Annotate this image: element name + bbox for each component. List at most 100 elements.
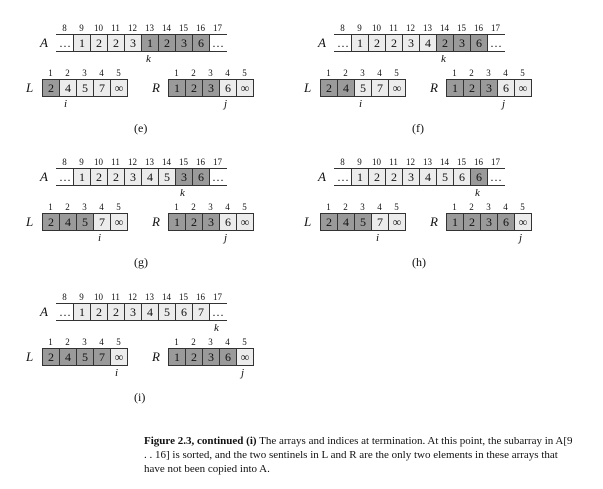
- index-label: 3: [82, 337, 87, 347]
- index-label: 9: [79, 23, 84, 33]
- subfigure-label: (e): [134, 121, 148, 135]
- index-label: 15: [179, 157, 188, 167]
- subfigure-label: (f): [412, 121, 424, 135]
- array-cell: ∞: [514, 79, 532, 97]
- array-cell: 1: [73, 168, 91, 186]
- index-label: 11: [389, 157, 398, 167]
- array-cell: 2: [42, 348, 60, 366]
- index-label: 16: [474, 157, 483, 167]
- index-label: 14: [162, 292, 171, 302]
- array-cell: 2: [107, 168, 125, 186]
- array-cell: 6: [470, 34, 488, 52]
- array-cell: 2: [90, 303, 108, 321]
- index-label: 17: [491, 157, 500, 167]
- array-cell: ∞: [236, 348, 254, 366]
- array-cell: 2: [185, 79, 203, 97]
- array-cell: 1: [168, 79, 186, 97]
- index-label: 17: [491, 23, 500, 33]
- ellipsis-cell: …: [334, 168, 352, 186]
- array-cell: 5: [76, 348, 94, 366]
- array-cell: 6: [497, 213, 515, 231]
- array-cell: 3: [124, 34, 142, 52]
- index-label: 2: [65, 337, 70, 347]
- index-label: 8: [340, 23, 345, 33]
- array-cell: 4: [419, 34, 437, 52]
- index-label: 2: [343, 202, 348, 212]
- index-label: 5: [242, 202, 247, 212]
- array-cell: 3: [480, 79, 498, 97]
- array-cell: 2: [463, 79, 481, 97]
- array-cell: 2: [185, 348, 203, 366]
- pointer-j: j: [224, 98, 228, 110]
- index-label: 2: [469, 68, 474, 78]
- array-cell: 3: [124, 168, 142, 186]
- array-cell: 1: [351, 168, 369, 186]
- index-label: 1: [174, 202, 179, 212]
- ellipsis-cell: …: [56, 168, 74, 186]
- subfigure-label: (h): [412, 255, 426, 269]
- array-cell: 4: [59, 79, 77, 97]
- index-label: 13: [145, 292, 154, 302]
- array-label-r: R: [152, 214, 160, 229]
- index-label: 4: [377, 68, 382, 78]
- pointer-i: i: [359, 98, 363, 110]
- array-cell: 3: [124, 303, 142, 321]
- index-label: 4: [377, 202, 382, 212]
- index-label: 4: [225, 337, 230, 347]
- ellipsis-cell: …: [56, 303, 74, 321]
- index-label: 14: [440, 23, 449, 33]
- array-cell: 3: [480, 213, 498, 231]
- index-label: 8: [340, 157, 345, 167]
- array-cell: 1: [168, 348, 186, 366]
- index-label: 3: [486, 68, 491, 78]
- index-label: 1: [174, 337, 179, 347]
- index-label: 1: [48, 337, 53, 347]
- pointer-k: k: [441, 53, 446, 65]
- array-label-l: L: [304, 80, 312, 95]
- array-label-a: A: [40, 304, 48, 319]
- array-cell: 3: [202, 348, 220, 366]
- array-cell: 2: [90, 34, 108, 52]
- array-cell: 2: [320, 213, 338, 231]
- index-label: 1: [452, 202, 457, 212]
- array-cell: 3: [175, 168, 193, 186]
- pointer-k: k: [146, 53, 151, 65]
- index-label: 5: [116, 68, 121, 78]
- array-cell: 2: [158, 34, 176, 52]
- index-label: 2: [343, 68, 348, 78]
- array-cell: 6: [219, 79, 237, 97]
- ellipsis-cell: …: [334, 34, 352, 52]
- array-cell: 2: [436, 34, 454, 52]
- array-cell: 4: [59, 348, 77, 366]
- array-cell: ∞: [388, 213, 406, 231]
- index-label: 9: [79, 157, 84, 167]
- index-label: 3: [82, 202, 87, 212]
- index-label: 4: [99, 202, 104, 212]
- pointer-i: i: [376, 232, 380, 244]
- array-label-a: A: [318, 35, 326, 50]
- ellipsis-cell: …: [56, 34, 74, 52]
- array-cell: 7: [192, 303, 210, 321]
- index-label: 15: [179, 23, 188, 33]
- array-cell: 5: [158, 303, 176, 321]
- array-cell: ∞: [110, 79, 128, 97]
- index-label: 5: [520, 68, 525, 78]
- array-cell: 3: [175, 34, 193, 52]
- pointer-i: i: [115, 367, 119, 379]
